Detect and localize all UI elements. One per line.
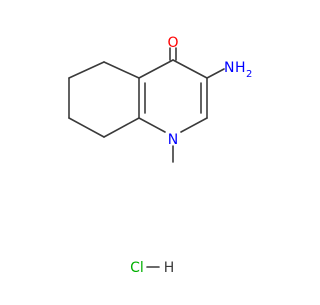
bond-c7-c8 [68, 117, 105, 138]
bond-c3-nh2 [206, 68, 225, 79]
hcl-cl-label: Cl [130, 260, 144, 276]
bond-c4-c3 [172, 59, 208, 79]
bond-c8-c8a [103, 117, 140, 138]
oxygen-label: O [167, 35, 178, 51]
molecule-diagram: O N H 2 N Cl H [68, 35, 252, 276]
structure-svg: O N H 2 N Cl H [68, 35, 252, 276]
amino-subscript: 2 [246, 69, 252, 80]
bond-n1-c8a [138, 117, 166, 133]
bond-c2-n1 [180, 117, 208, 133]
bond-c5-c6 [68, 61, 105, 79]
amino-n-label: N [224, 60, 234, 76]
amino-h-label: H [235, 60, 246, 76]
hcl-h-label: H [164, 260, 175, 276]
ring-n-label: N [168, 132, 178, 148]
bond-c4a-c4 [138, 59, 174, 79]
bond-c4a-c5 [103, 61, 140, 79]
